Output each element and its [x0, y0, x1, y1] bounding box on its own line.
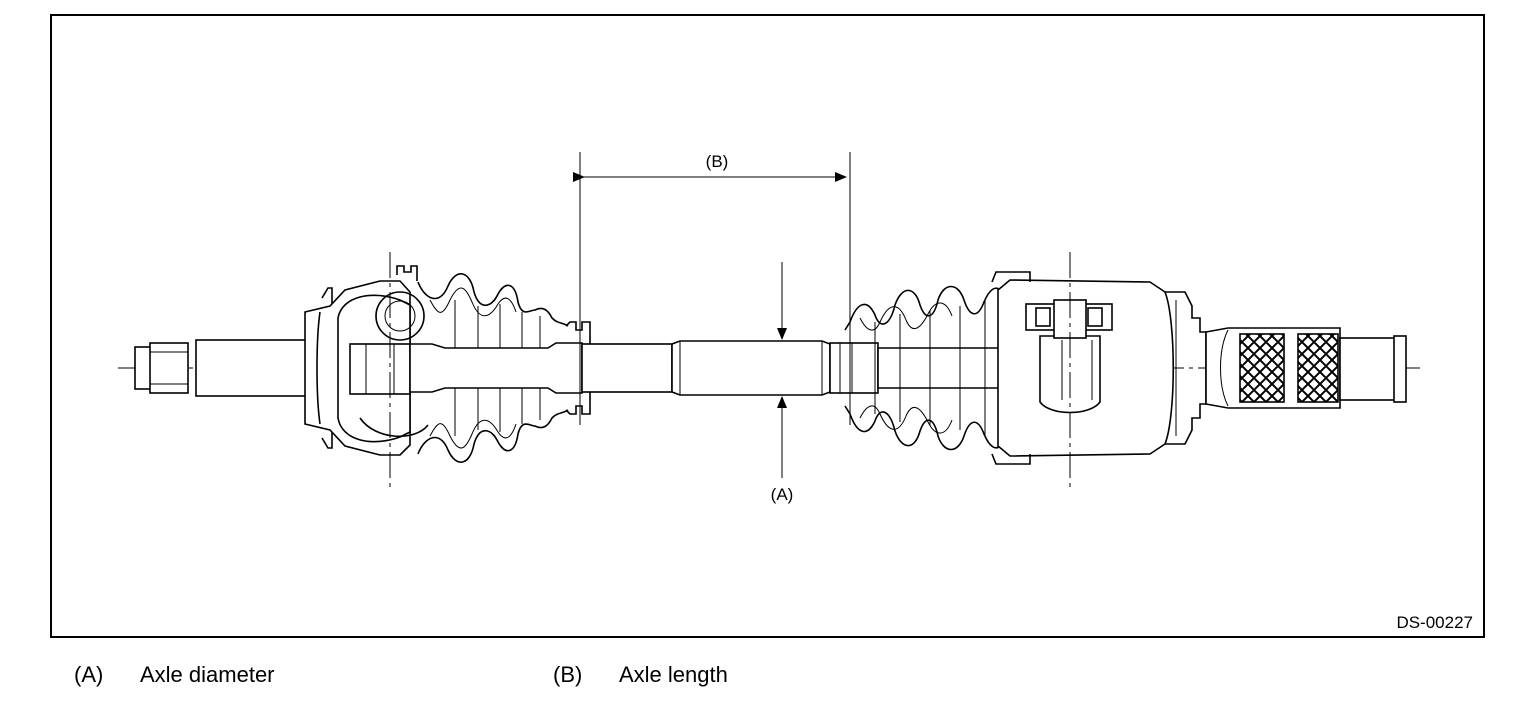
figure-frame	[50, 14, 1485, 638]
main-axle-shaft	[409, 340, 1041, 396]
right-boot	[844, 285, 1001, 451]
legend-tag-a: (A)	[74, 662, 104, 687]
right-spline-stub	[1205, 327, 1407, 409]
left-boot	[417, 273, 591, 463]
dimension-b-label: (B)	[706, 152, 729, 171]
figure-code: DS-00227	[1396, 613, 1473, 632]
legend-tag-b: (B)	[553, 662, 583, 687]
dimension-a: (A)	[771, 262, 794, 504]
dimension-a-label: (A)	[771, 485, 794, 504]
left-stub-shaft	[134, 339, 309, 397]
legend-item-b: (B) Axle length	[553, 662, 728, 688]
legend-item-a: (A) Axle diameter	[74, 662, 275, 688]
legend-text-b: Axle length	[619, 662, 728, 687]
dimension-b: (B)	[573, 152, 851, 425]
legend-text-a: Axle diameter	[140, 662, 275, 687]
left-joint-housing	[304, 265, 429, 456]
right-joint-housing	[991, 271, 1207, 465]
